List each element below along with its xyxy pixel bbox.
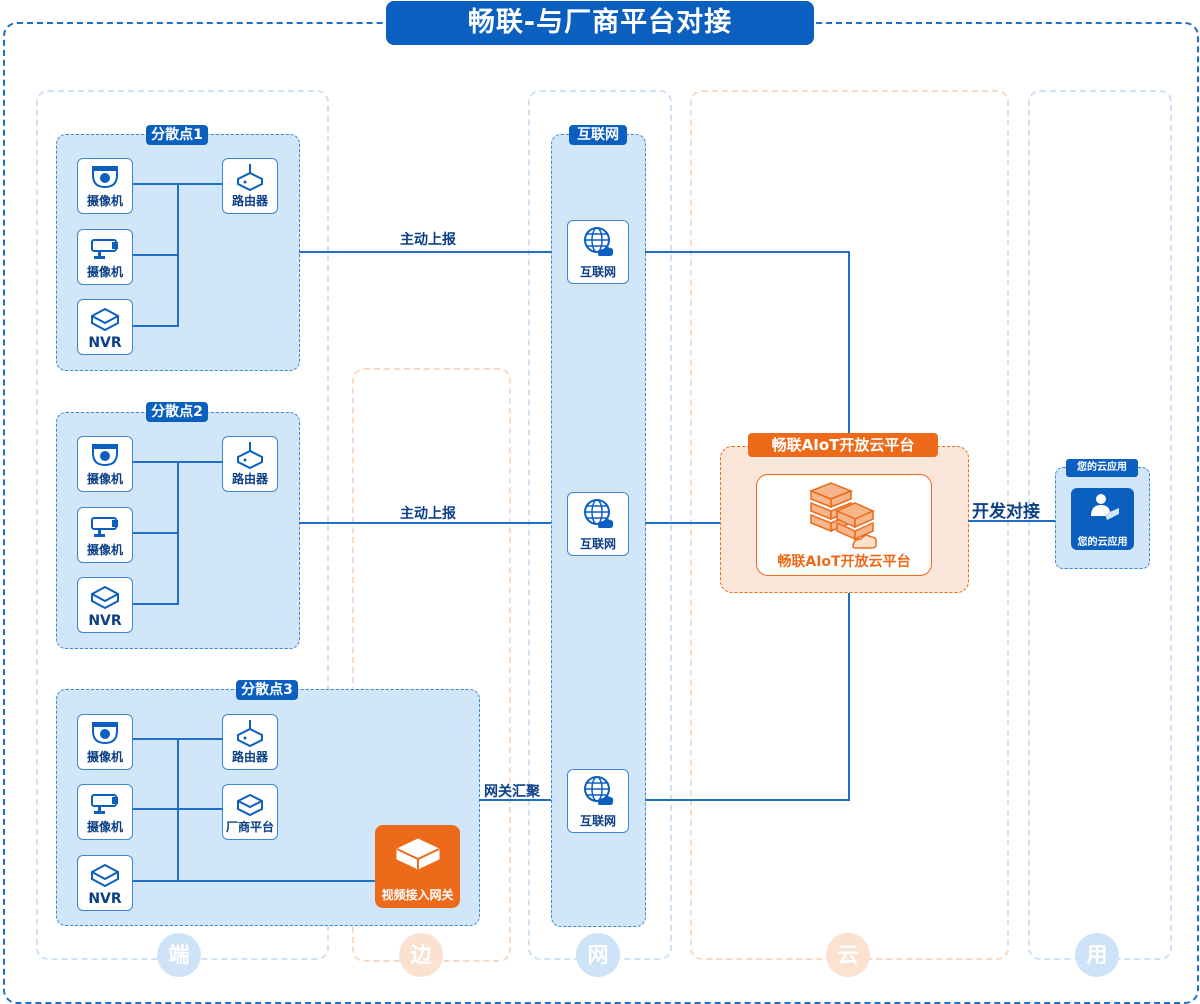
link-line [177, 183, 179, 327]
bullet-camera-icon [91, 517, 118, 537]
internet-tag: 互联网 [569, 125, 627, 145]
zone-label-use: 用 [1075, 933, 1119, 977]
report-line-2 [299, 522, 552, 524]
edge-label-report-1: 主动上报 [400, 232, 456, 248]
nvr-device: NVR [77, 299, 133, 355]
globe-cloud-icon [584, 776, 614, 805]
device-label: NVR [88, 335, 122, 351]
node-label: 互联网 [579, 265, 616, 279]
camera-device: 摄像机 [77, 507, 133, 563]
internet-node-3: 互联网 [567, 769, 629, 833]
camera-device: 摄像机 [77, 714, 133, 770]
gateway-label: 视频接入网关 [381, 888, 454, 902]
link-line [131, 603, 178, 605]
cloud-platform-tag: 畅联AIoT开放云平台 [748, 433, 938, 457]
net-platform-line-2 [645, 522, 721, 524]
nvr-icon [91, 585, 119, 610]
link-line [131, 325, 178, 327]
net-platform-line-3 [645, 799, 850, 801]
link-line [131, 532, 178, 534]
camera-device: 摄像机 [77, 436, 133, 492]
zone-label-end: 端 [157, 933, 201, 977]
device-label: 路由器 [231, 472, 268, 486]
camera-device: 摄像机 [77, 784, 133, 840]
device-label: 摄像机 [86, 543, 123, 557]
router-icon [237, 442, 263, 469]
device-label: 摄像机 [86, 820, 123, 834]
device-label: NVR [88, 613, 122, 629]
gateway-line [479, 799, 552, 801]
device-label: 路由器 [231, 194, 268, 208]
bullet-camera-icon [91, 239, 118, 259]
branch-3-tag: 分散点3 [236, 680, 298, 700]
cloud-platform-label: 畅联AIoT开放云平台 [777, 554, 911, 570]
device-label: 路由器 [231, 750, 268, 764]
bullet-camera-icon [91, 794, 118, 814]
device-label: 摄像机 [86, 194, 123, 208]
page-title: 畅联-与厂商平台对接 [386, 1, 814, 45]
dock-line [968, 520, 1056, 522]
node-label: 互联网 [579, 814, 616, 828]
device-label: 摄像机 [86, 472, 123, 486]
gateway-box-icon [396, 838, 440, 870]
branch-2-tag: 分散点2 [146, 402, 208, 422]
edge-label-gateway: 网关汇聚 [484, 784, 540, 800]
zone-label-net: 网 [576, 933, 620, 977]
internet-node-2: 互联网 [567, 492, 629, 556]
internet-node-1: 互联网 [567, 220, 629, 284]
zone-label-cloud: 云 [826, 933, 870, 977]
zone-label-edge: 边 [399, 933, 443, 977]
vendor-platform-device: 厂商平台 [222, 784, 278, 840]
router-icon [237, 164, 263, 191]
globe-cloud-icon [584, 227, 614, 256]
video-gateway [375, 825, 460, 908]
device-label: 厂商平台 [225, 820, 274, 834]
camera-device: 摄像机 [77, 158, 133, 214]
user-at-desk-icon [1091, 494, 1119, 520]
router-device: 路由器 [222, 158, 278, 214]
nvr-icon [91, 863, 119, 888]
cloud-app-card [1071, 488, 1134, 550]
nvr-device: NVR [77, 577, 133, 633]
nvr-device: NVR [77, 855, 133, 911]
node-label: 互联网 [579, 537, 616, 551]
net-platform-line-3v [848, 591, 850, 801]
branch-1-tag: 分散点1 [146, 125, 208, 145]
globe-cloud-icon [584, 499, 614, 528]
edge-label-dock: 开发对接 [972, 502, 1040, 522]
device-label: 摄像机 [86, 265, 123, 279]
dome-camera-icon [92, 722, 118, 745]
net-platform-line-1v [848, 251, 850, 433]
edge-label-report-2: 主动上报 [400, 506, 456, 522]
server-box-icon [237, 793, 263, 817]
dome-camera-icon [92, 444, 118, 467]
link-line [177, 461, 179, 605]
report-line-1 [299, 251, 552, 253]
camera-device: 摄像机 [77, 229, 133, 285]
server-stack-icon [808, 482, 877, 549]
cloud-app-tag: 您的云应用 [1066, 459, 1138, 477]
link-line [131, 880, 375, 882]
nvr-icon [91, 307, 119, 332]
device-label: 摄像机 [86, 750, 123, 764]
link-line [177, 738, 179, 882]
net-platform-line-1 [645, 251, 850, 253]
router-device: 路由器 [222, 714, 278, 770]
dome-camera-icon [92, 166, 118, 189]
link-line [131, 254, 178, 256]
cloud-app-label: 您的云应用 [1077, 537, 1128, 548]
cloud-platform-card [756, 474, 932, 576]
device-label: NVR [88, 891, 122, 907]
router-device: 路由器 [222, 436, 278, 492]
router-icon [237, 720, 263, 747]
